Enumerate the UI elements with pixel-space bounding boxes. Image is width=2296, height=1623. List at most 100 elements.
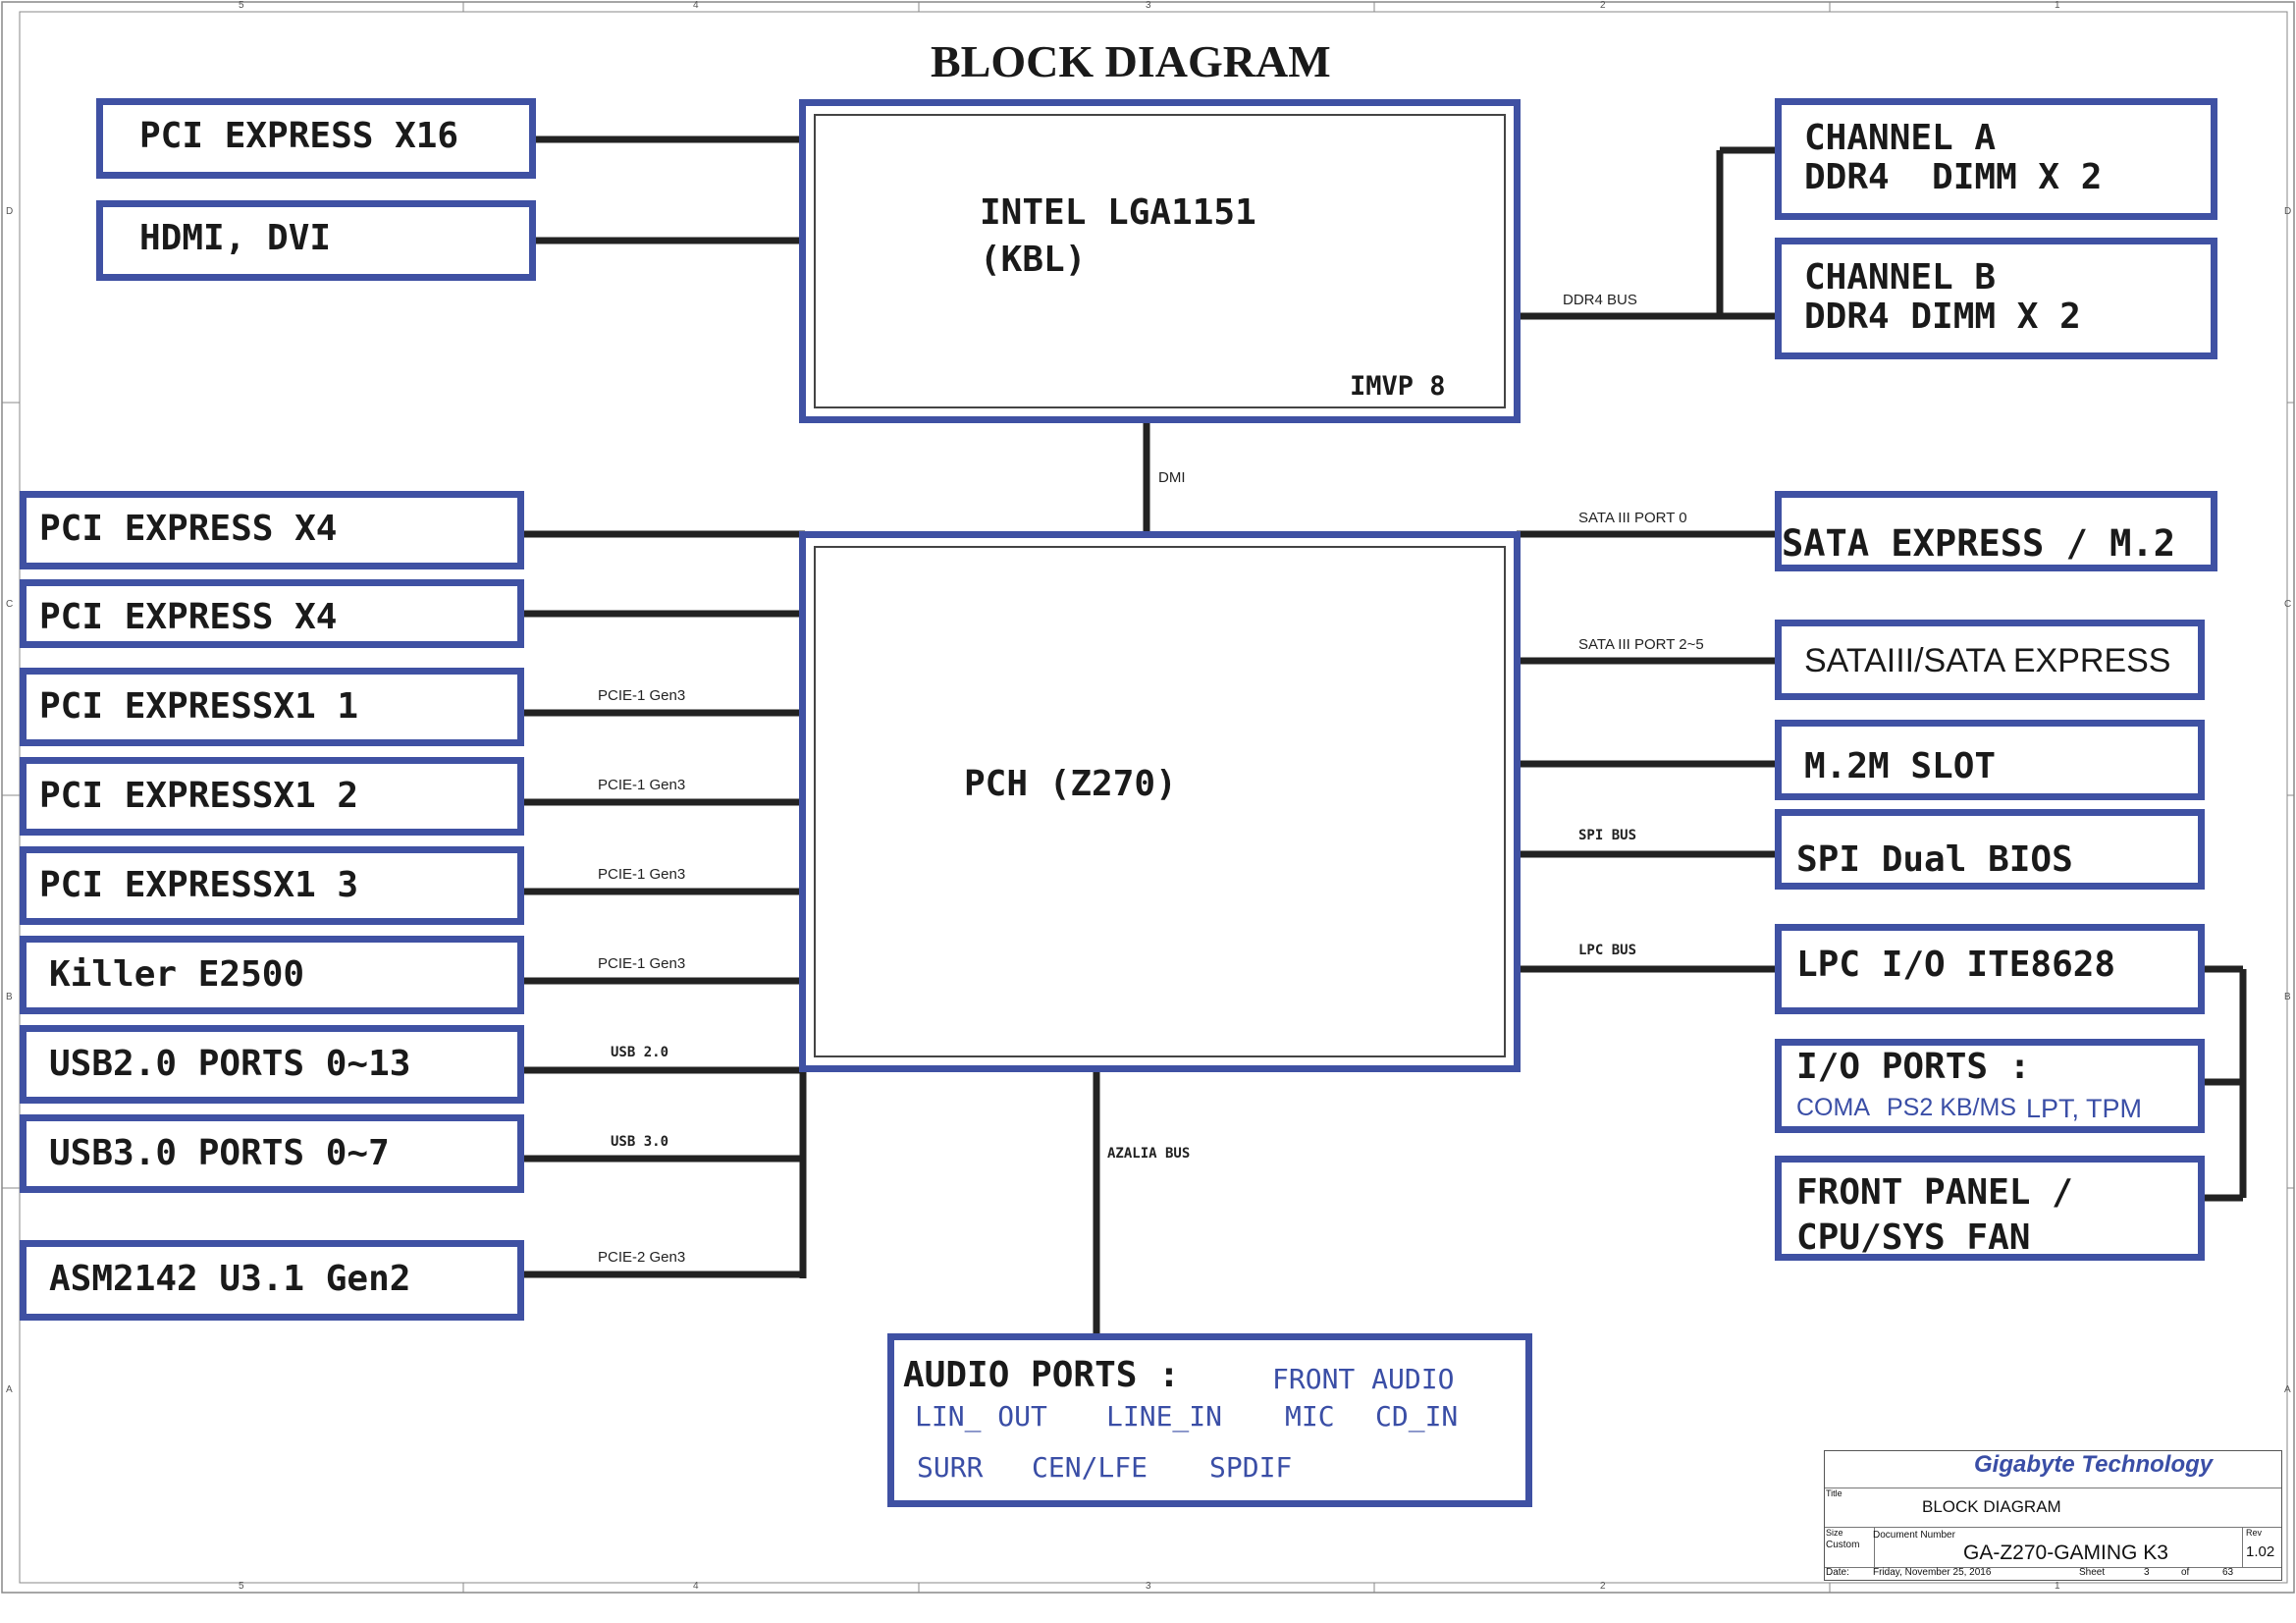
audio-spdif: SPDIF [1209,1451,1293,1484]
docnum-caption: Document Number [1873,1530,1955,1541]
audio-lin-out: LIN_ OUT [915,1400,1047,1433]
docnum-value: GA-Z270-GAMING K3 [1963,1542,2168,1564]
ruler-bottom-2: 2 [1600,1581,1606,1592]
diagram-title: BLOCK DIAGRAM [931,36,1331,86]
audio-cen-lfe: CEN/LFE [1032,1451,1148,1484]
ruler-side-d: D [6,206,14,217]
usb3-label: USB3.0 PORTS 0~7 [49,1133,390,1173]
io-port-ps2: PS2 KB/MS [1887,1094,2016,1121]
audio-mic: MIC [1285,1400,1335,1433]
ruler-side-a-right: A [2284,1384,2291,1395]
hdmi-dvi-label: HDMI, DVI [139,218,332,258]
ruler-bottom-5: 5 [239,1581,244,1592]
killer-box [20,936,524,1014]
pcie-x4-2-label: PCI EXPRESS X4 [39,597,338,637]
asm2142-bus: PCIE-2 Gen3 [598,1249,686,1266]
lpc-io-label: LPC I/O ITE8628 [1796,945,2116,985]
pcie-x1-1-box [20,668,524,746]
dmi-label: DMI [1158,469,1186,486]
ruler-top-5: 5 [239,0,244,11]
pcie-x4-1-label: PCI EXPRESS X4 [39,509,338,549]
audio-cd-in: CD_IN [1375,1400,1459,1433]
pch-name: PCH (Z270) [964,764,1177,804]
cpu-name: INTEL LGA1151 [980,192,1256,233]
title-value: BLOCK DIAGRAM [1922,1497,2061,1516]
channel-a-line2: DDR4 DIMM X 2 [1804,157,2103,197]
ruler-side-c: C [6,599,14,610]
ruler-side-c-right: C [2284,599,2292,610]
sata0-bus: SATA III PORT 0 [1578,510,1687,526]
of-value: 63 [2222,1567,2234,1578]
sataiii-box [1775,620,2205,700]
channel-b-box [1775,238,2217,359]
pcie-x16-box [96,98,536,179]
date-caption: Date: [1826,1567,1849,1578]
io-port-coma: COMA [1796,1094,1870,1121]
audio-ports-box [887,1333,1532,1507]
pch-block [799,531,1521,1072]
company-name: Gigabyte Technology [1974,1451,2214,1478]
cpu-vr-label: IMVP 8 [1350,371,1446,402]
channel-b-line2: DDR4 DIMM X 2 [1804,297,2081,337]
killer-bus: PCIE-1 Gen3 [598,955,686,972]
spi-bios-box [1775,809,2205,890]
usb2-bus: USB 2.0 [611,1045,669,1060]
ruler-side-b-right: B [2284,992,2291,1002]
ruler-side-a: A [6,1384,13,1395]
io-ports-box [1775,1039,2205,1133]
sata25-bus: SATA III PORT 2~5 [1578,636,1704,653]
azalia-bus-label: AZALIA BUS [1107,1146,1191,1162]
usb3-bus: USB 3.0 [611,1134,669,1150]
pcie-x16-label: PCI EXPRESS X16 [139,116,459,156]
sata-express-m2-label: SATA EXPRESS / M.2 [1782,522,2175,565]
spi-bus: SPI BUS [1578,828,1637,843]
pcie-x1-2-label: PCI EXPRESSX1 2 [39,776,359,816]
ruler-bottom-4: 4 [693,1581,699,1592]
sheet-caption: Sheet [2079,1567,2106,1578]
usb3-box [20,1114,524,1193]
audio-ports-label: AUDIO PORTS : [903,1355,1180,1395]
asm2142-label: ASM2142 U3.1 Gen2 [49,1259,411,1299]
ruler-top-2: 2 [1600,0,1606,11]
ruler-side-d-right: D [2284,206,2292,217]
sata-express-m2-box [1775,491,2217,571]
pcie-x1-3-label: PCI EXPRESSX1 3 [39,865,359,905]
ruler-side-b: B [6,992,13,1002]
ddr4-bus-label: DDR4 BUS [1563,292,1637,308]
pcie-x4-1-box [20,491,524,569]
io-ports-label: I/O PORTS : [1796,1047,2031,1087]
ruler-top-3: 3 [1146,0,1151,11]
io-port-lpt-tpm: LPT, TPM [2026,1094,2143,1123]
hdmi-dvi-box [96,200,536,281]
cpu-sub: (KBL) [980,240,1087,280]
of-caption: of [2181,1567,2190,1578]
title-block [1824,1450,2282,1581]
cpu-block [799,99,1521,423]
channel-a-line1: CHANNEL A [1804,118,1997,158]
audio-line-in: LINE_IN [1106,1400,1223,1433]
rev-caption: Rev [2246,1528,2263,1538]
channel-b-line1: CHANNEL B [1804,257,1997,298]
asm2142-box [20,1240,524,1321]
lpc-io-box [1775,924,2205,1014]
front-panel-line1: FRONT PANEL / [1796,1172,2073,1213]
rev-value: 1.02 [2246,1543,2275,1560]
pcie-x1-3-bus: PCIE-1 Gen3 [598,866,686,883]
size-caption: Size [1826,1528,1843,1538]
usb2-label: USB2.0 PORTS 0~13 [49,1044,411,1084]
title-caption: Title [1826,1488,1842,1498]
pcie-x1-3-box [20,846,524,925]
date-value: Friday, November 25, 2016 [1873,1567,1992,1578]
pcie-x1-1-label: PCI EXPRESSX1 1 [39,686,359,727]
usb2-box [20,1025,524,1104]
ruler-bottom-1: 1 [2055,1581,2060,1592]
ruler-top-4: 4 [693,0,699,11]
ruler-top-1: 1 [2055,0,2060,11]
sheet-value: 3 [2144,1567,2150,1578]
size-value: Custom [1826,1540,1860,1550]
pcie-x1-1-bus: PCIE-1 Gen3 [598,687,686,704]
sataiii-label: SATAIII/SATA EXPRESS [1804,642,2171,679]
front-panel-box [1775,1156,2205,1261]
m2m-slot-label: M.2M SLOT [1804,746,1997,786]
